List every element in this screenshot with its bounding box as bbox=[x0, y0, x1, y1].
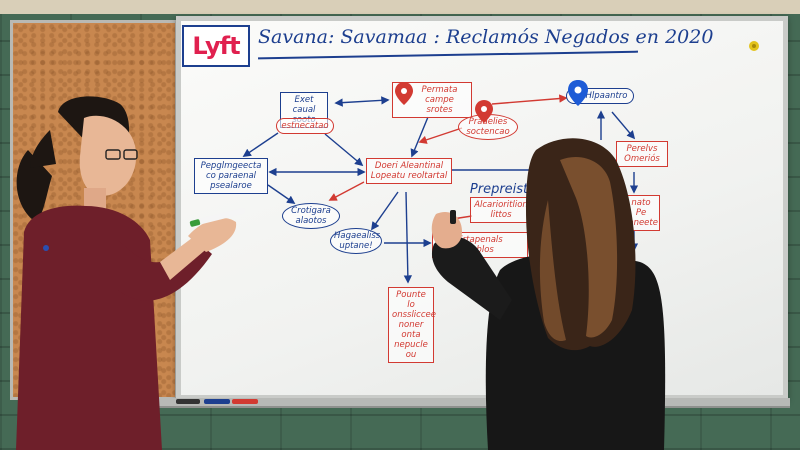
board-title: Savana: Savamaa : Reclamós Negados en 20… bbox=[258, 26, 714, 48]
arrow-n3-n2 bbox=[418, 127, 463, 144]
node-pounte-lo: Pounte lo onssliccee noner onta nepucle … bbox=[388, 287, 436, 363]
arrow-n6-n13 bbox=[403, 191, 413, 284]
pin-icon-red bbox=[395, 82, 413, 105]
arrow-n5-n10 bbox=[267, 184, 296, 204]
node-pepglmgeecta: Pepglmgeecta co paraenal psealaroe bbox=[194, 158, 268, 194]
node-doeri-aleantinal: Doeri Aleantinal Lopeatu reoltartal bbox=[366, 158, 452, 184]
node-praaelies: Praaelies soctencao bbox=[458, 114, 518, 140]
marker-blue-in-tray[interactable] bbox=[204, 399, 230, 404]
arrow-n1-n5 bbox=[242, 132, 279, 157]
arrow-n1-n6 bbox=[324, 133, 364, 167]
lyft-logo-box: Lyft bbox=[182, 25, 250, 67]
pin-icon-blue bbox=[568, 80, 588, 106]
node-prepreisto: Prepreisto bbox=[469, 182, 537, 197]
marker-black-in-tray[interactable] bbox=[176, 399, 200, 404]
marker-red-in-tray[interactable] bbox=[232, 399, 258, 404]
arrow-n3-n4 bbox=[491, 94, 568, 105]
node-alcarioritlion: Alcarioritlion littos bbox=[470, 197, 532, 223]
arrow-n6-n11 bbox=[371, 191, 399, 231]
arrow-n1-n2 bbox=[334, 96, 390, 107]
node-crotigara: Crotigara alaotos bbox=[282, 203, 340, 229]
node-estnecatao: estnecatao bbox=[276, 118, 334, 134]
marker-tray bbox=[150, 398, 790, 408]
node-hagaealiss: Hagaealiss uptane! bbox=[330, 228, 382, 254]
pin-icon-red bbox=[475, 100, 493, 123]
lyft-logo-text: Lyft bbox=[192, 32, 240, 60]
wall-top-band bbox=[0, 0, 800, 14]
arrow-n6-n10 bbox=[328, 181, 365, 201]
magnet-icon bbox=[749, 41, 759, 51]
arrow-n4-n9 bbox=[611, 111, 636, 140]
node-perelvs: Perelvs Omeriós bbox=[616, 141, 668, 167]
